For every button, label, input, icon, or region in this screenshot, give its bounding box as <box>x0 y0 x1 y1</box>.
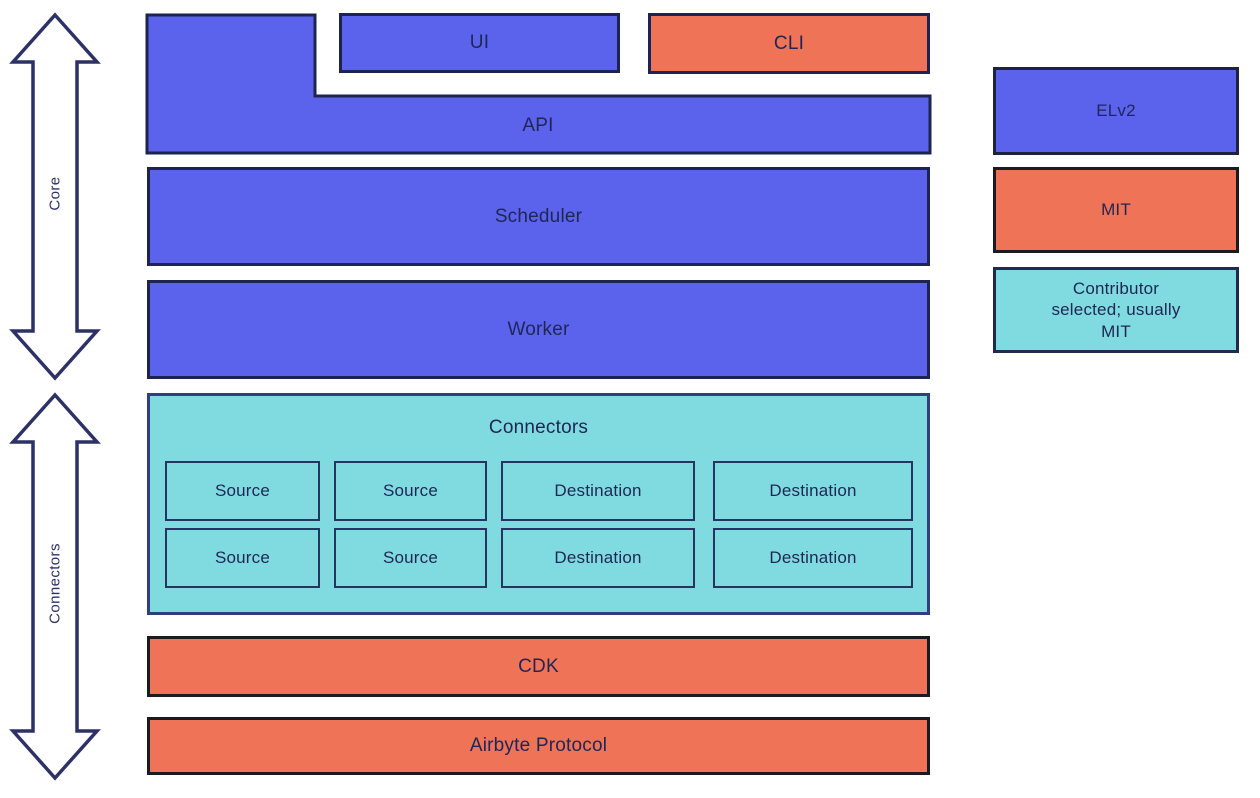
connectors-block: Connectors Source Source Destination Des… <box>147 393 930 615</box>
connector-source-box: Source <box>165 528 320 588</box>
connector-destination-box: Destination <box>501 461 695 521</box>
worker-block: Worker <box>147 280 930 379</box>
connectors-block-label: Connectors <box>488 417 589 438</box>
core-arrow-label: Core <box>46 176 64 211</box>
airbyte-protocol-block-label: Airbyte Protocol <box>469 735 608 756</box>
cli-block-label: CLI <box>773 32 805 54</box>
connectors-double-arrow-icon <box>9 392 101 781</box>
airbyte-protocol-block: Airbyte Protocol <box>147 717 930 775</box>
connector-destination-box: Destination <box>713 528 913 588</box>
legend-item-contributor-label: Contributor selected; usually MIT <box>1051 279 1181 341</box>
ui-block: UI <box>339 13 620 73</box>
connector-source-box: Source <box>334 461 487 521</box>
connector-source-box: Source <box>334 528 487 588</box>
connector-source-box: Source <box>165 461 320 521</box>
core-double-arrow-icon <box>9 12 101 381</box>
ui-block-label: UI <box>469 32 490 53</box>
legend-item-mit-label: MIT <box>1101 200 1131 220</box>
legend-item-elv2: ELv2 <box>993 67 1239 155</box>
connector-destination-box: Destination <box>501 528 695 588</box>
scheduler-block: Scheduler <box>147 167 930 266</box>
legend-item-contributor: Contributor selected; usually MIT <box>993 267 1239 353</box>
api-block-label: API <box>522 115 553 136</box>
cli-block: CLI <box>648 13 930 74</box>
cdk-block-label: CDK <box>518 655 559 677</box>
connector-destination-box: Destination <box>713 461 913 521</box>
legend-item-mit: MIT <box>993 167 1239 253</box>
cdk-block: CDK <box>147 636 930 697</box>
scheduler-block-label: Scheduler <box>494 205 583 227</box>
api-block: API <box>145 13 932 155</box>
connectors-arrow-label: Connectors <box>46 543 64 624</box>
worker-block-label: Worker <box>507 318 570 340</box>
legend-item-elv2-label: ELv2 <box>1096 101 1136 121</box>
